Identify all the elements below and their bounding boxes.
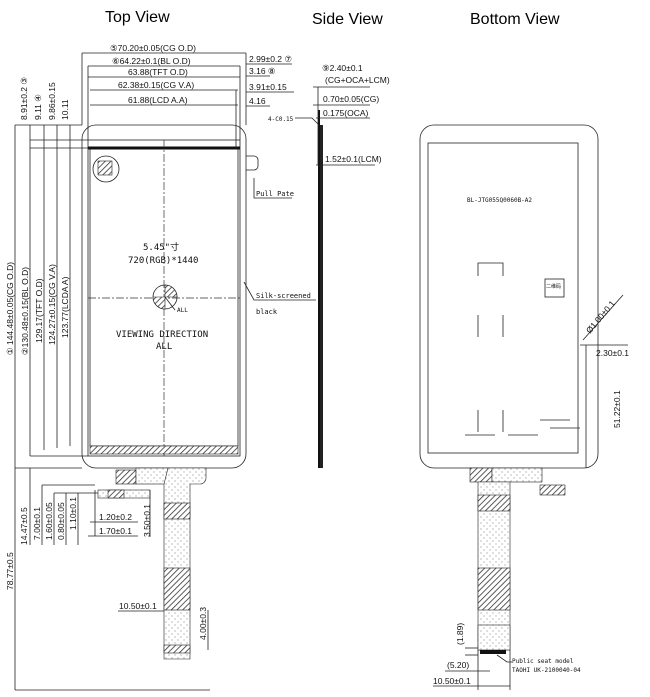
backlight-back — [427, 142, 579, 454]
dim-right-3: 3.91±0.15 — [249, 82, 287, 92]
fpc-total-length: 78.77±0.5 — [5, 552, 15, 590]
dim-cg-od-height: ① 144.48±0.05(CG O.D) — [5, 262, 15, 355]
hole-y-dim: 51.22±0.1 — [612, 390, 622, 428]
fpc-dim-1: 14.47±0.5 — [19, 507, 29, 545]
fpc-width: 10.50±0.1 — [119, 601, 157, 611]
dim-bl-od-height: ②130.48±0.15(BL O.D) — [20, 267, 30, 355]
fpc-height-1: 3.50±0.1 — [142, 504, 152, 537]
connector-model-2: TAOHI UK-2100040-04 — [512, 667, 581, 674]
qr-text: 二维码 — [546, 283, 561, 290]
viewing-direction-label: VIEWING DIRECTION — [116, 330, 208, 340]
title-bottom-view: Bottom View — [470, 11, 560, 28]
dim-v3: 9.86±0.15 — [47, 82, 57, 120]
fpc-width-2: 1.70±0.1 — [99, 526, 132, 536]
dim-bl-od-width: ⑥64.22±0.1(BL O.D) — [112, 56, 191, 66]
title-top-view: Top View — [105, 9, 170, 26]
bottom-view: BL-JTG055Q0060B-A2 二维码 Ø1.00±0.1 2.30±0.… — [419, 124, 629, 690]
connector-model-1: Public seat model — [512, 658, 574, 665]
silk-label-2: black — [256, 308, 278, 316]
viewing-direction-all: ALL — [156, 342, 172, 352]
qr-label — [92, 155, 120, 183]
side-chamfer: 4-C0.15 — [268, 116, 294, 123]
side-dim-cg: 0.70±0.05(CG) — [323, 94, 379, 104]
viewing-all-small: ALL — [177, 307, 188, 314]
hole-x-dim: 2.30±0.1 — [596, 348, 629, 358]
side-dim-oca: 0.175(OCA) — [323, 108, 369, 118]
qr-box — [544, 278, 565, 298]
silk-label-1: Silk-screened — [256, 292, 311, 300]
pull-pate-label: Pull Pate — [256, 190, 294, 198]
pull-tab — [246, 155, 259, 171]
hole-diameter: Ø1.00±0.1 — [584, 298, 617, 335]
side-view: ⑨2.40±0.1 (CG+OCA+LCM) 0.70±0.05(CG) 0.1… — [268, 63, 390, 468]
dim-lcd-aa-width: 61.88(LCD A.A) — [128, 95, 188, 105]
dim-v4: 10.11 — [60, 99, 70, 120]
dim-v2: 9.11 ④ — [33, 94, 43, 120]
fpc-dim-4: 0.80±0.05 — [56, 502, 66, 540]
connector-dim-2: (5.20) — [447, 660, 469, 670]
fpc-dim-2: 7.00±0.1 — [32, 507, 42, 540]
dim-tft-od-width: 63.88(TFT O.D) — [128, 67, 188, 77]
panel-resolution: 720(RGB)*1440 — [128, 256, 198, 266]
part-number: BL-JTG055Q0060B-A2 — [467, 197, 532, 204]
bottom-fpc-width: 10.50±0.1 — [433, 676, 471, 686]
fpc-width-1: 1.20±0.2 — [99, 512, 132, 522]
dim-cg-va-height: 124.27±0.15(CG V.A) — [47, 264, 57, 345]
bottom-outline — [419, 124, 599, 469]
side-dim-total: ⑨2.40±0.1 — [322, 63, 363, 73]
side-dim-lcm: 1.52±0.1(LCM) — [325, 154, 382, 164]
dim-right-4: 4.16 — [249, 96, 266, 106]
dim-right-1: 2.99±0.2 ⑦ — [249, 54, 292, 64]
fpc-dim-3: 1.60±0.05 — [44, 502, 54, 540]
fpc-end-length: 4.00±0.3 — [198, 607, 208, 640]
fpc-dim-5: 1.10±0.1 — [68, 497, 78, 530]
side-dim-total-desc: (CG+OCA+LCM) — [325, 75, 390, 85]
dim-lcd-aa-height: 123.77(LCDA A) — [60, 276, 70, 338]
dim-v1: 8.91±0.2 ③ — [19, 77, 29, 120]
top-view: ALL 5.45"寸 720(RGB)*1440 VIEWING DIRECTI… — [5, 43, 316, 691]
dim-cg-va-width: 62.38±0.15(CG V.A) — [118, 80, 194, 90]
panel-size: 5.45"寸 — [143, 241, 179, 253]
dim-cg-od-width: ⑤70.20±0.05(CG O.D) — [110, 43, 196, 53]
dim-right-2: 3.16 ⑧ — [249, 66, 276, 76]
connector-dim-1: (1.89) — [455, 623, 465, 645]
title-side-view: Side View — [312, 11, 383, 28]
dim-tft-od-height: 129.17(TFT O.D) — [34, 278, 44, 343]
